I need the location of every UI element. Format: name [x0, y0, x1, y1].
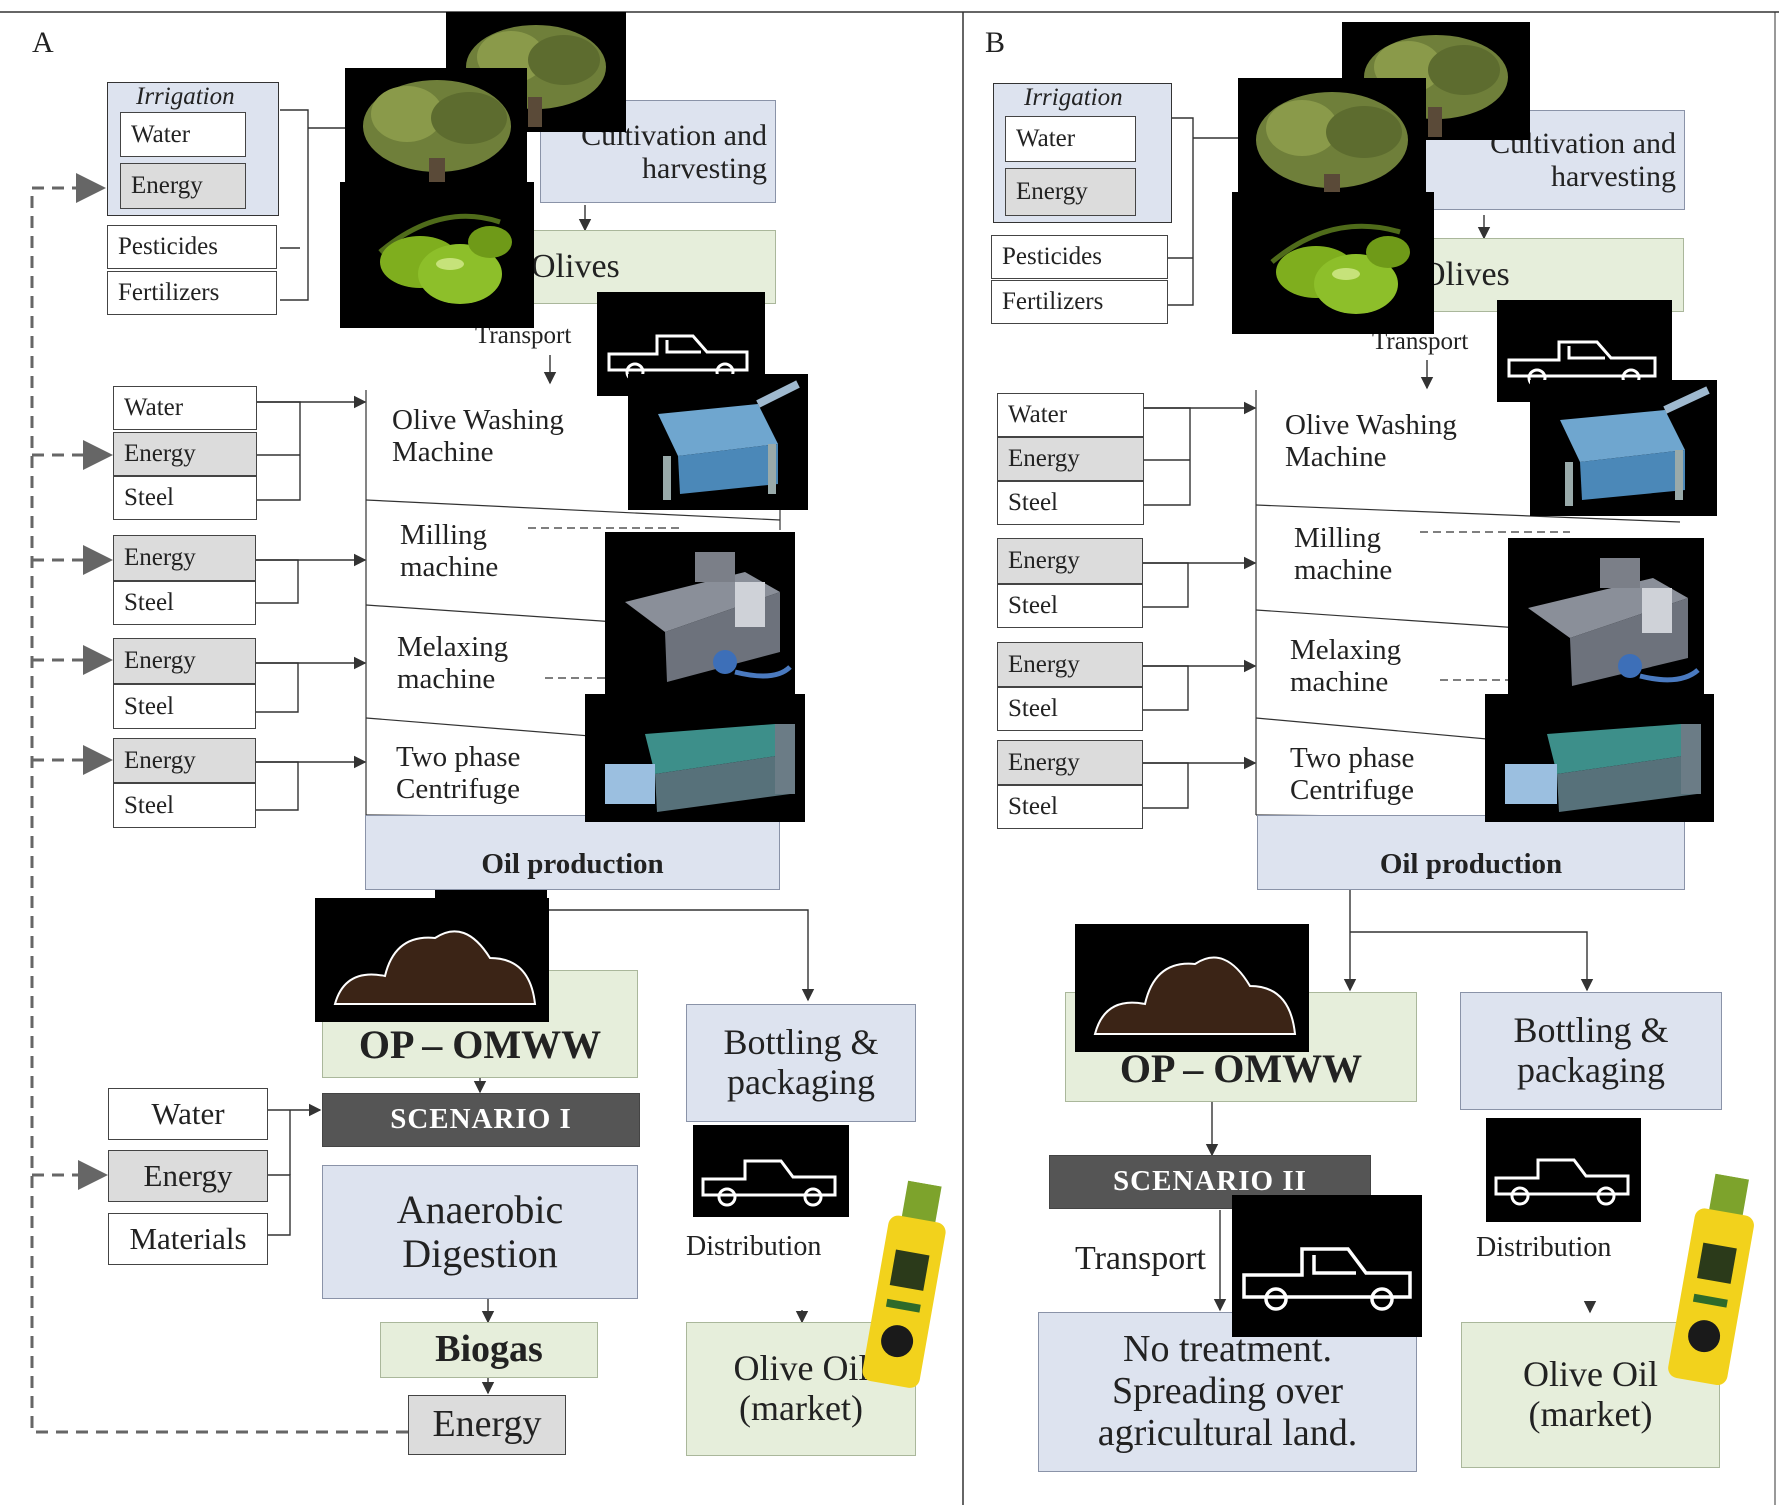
- melaxing-energy-b: Energy: [997, 642, 1143, 687]
- oil-bottle-icon: [855, 1177, 960, 1392]
- bottling-box: Bottling & packaging: [686, 1004, 916, 1122]
- centrifuge-label: Two phase Centrifuge: [396, 741, 521, 805]
- washing-energy-b: Energy: [997, 437, 1144, 481]
- olive-tree-icon: [345, 68, 527, 198]
- washing-water: Water: [113, 386, 257, 430]
- melaxing-energy: Energy: [113, 638, 256, 684]
- machine-icon: [1508, 538, 1704, 698]
- centrifuge-steel-b: Steel: [997, 785, 1143, 829]
- no-treatment-box: No treatment. Spreading over agricultura…: [1038, 1312, 1417, 1472]
- washing-water-b: Water: [997, 393, 1144, 437]
- irrigation-energy-b: Energy: [1005, 168, 1136, 216]
- milling-energy-b: Energy: [997, 538, 1143, 584]
- scenario-energy: Energy: [108, 1150, 268, 1202]
- centrifuge-steel: Steel: [113, 783, 256, 828]
- oil-bottle-icon: [1660, 1170, 1767, 1389]
- melaxing-steel-b: Steel: [997, 687, 1143, 731]
- melaxing-steel: Steel: [113, 684, 256, 729]
- olive-fruit-icon: [1232, 192, 1434, 334]
- machine-icon: [1530, 380, 1717, 516]
- washing-steel: Steel: [113, 476, 257, 520]
- melaxing-label: Melaxing machine: [397, 631, 509, 695]
- oil-production-box: Oil production: [365, 815, 780, 890]
- washing-steel-b: Steel: [997, 481, 1144, 525]
- biogas-box: Biogas: [380, 1322, 598, 1378]
- energy-output-box: Energy: [408, 1395, 566, 1455]
- milling-steel: Steel: [113, 581, 256, 625]
- centrifuge-label-b: Two phase Centrifuge: [1290, 742, 1415, 806]
- fertilizers-box: Fertilizers: [107, 271, 277, 315]
- milling-steel-b: Steel: [997, 584, 1143, 628]
- machine-icon: [1485, 694, 1714, 822]
- irrigation-title: Irrigation: [136, 83, 235, 110]
- scenario-bar: SCENARIO I: [322, 1093, 640, 1147]
- olives-box-b: Olives: [1410, 238, 1684, 312]
- washing-label: Olive Washing Machine: [392, 404, 564, 468]
- bottling-box-b: Bottling & packaging: [1460, 992, 1722, 1110]
- irrigation-water: Water: [120, 112, 246, 157]
- pesticides-box: Pesticides: [107, 225, 277, 269]
- centrifuge-energy: Energy: [113, 738, 256, 783]
- truck-icon: [693, 1125, 849, 1217]
- panel-b-label: B: [985, 26, 1006, 59]
- soil-pile-icon: [1075, 924, 1309, 1052]
- irrigation-energy: Energy: [120, 163, 246, 209]
- fertilizers-box-b: Fertilizers: [991, 280, 1168, 324]
- distribution-label-b: Distribution: [1476, 1232, 1612, 1263]
- scenario-materials: Materials: [108, 1213, 268, 1265]
- milling-label: Milling machine: [400, 519, 499, 583]
- scenario-water: Water: [108, 1088, 268, 1140]
- truck-icon: [1232, 1195, 1422, 1337]
- soil-pile-icon: [315, 898, 549, 1022]
- washing-label-b: Olive Washing Machine: [1285, 409, 1457, 473]
- centrifuge-energy-b: Energy: [997, 740, 1143, 785]
- panel-a-label: A: [32, 26, 54, 59]
- milling-energy: Energy: [113, 535, 256, 581]
- irrigation-title-b: Irrigation: [1024, 84, 1123, 111]
- machine-icon: [605, 532, 795, 696]
- olive-fruit-icon: [340, 182, 534, 328]
- washing-energy: Energy: [113, 432, 257, 476]
- pesticides-box-b: Pesticides: [991, 235, 1168, 279]
- olives-box: Olives: [520, 230, 776, 304]
- distribution-label: Distribution: [686, 1231, 822, 1262]
- olive-oil-box-b: Olive Oil (market): [1461, 1322, 1720, 1468]
- milling-label-b: Milling machine: [1294, 522, 1393, 586]
- irrigation-water-b: Water: [1005, 116, 1136, 162]
- truck-icon: [1486, 1118, 1641, 1222]
- machine-icon: [628, 374, 808, 510]
- anaerobic-digestion-box: Anaerobic Digestion: [322, 1165, 638, 1299]
- oil-production-box-b: Oil production: [1257, 815, 1685, 890]
- melaxing-label-b: Melaxing machine: [1290, 634, 1402, 698]
- transport-label-2-b: Transport: [1075, 1240, 1206, 1277]
- machine-icon: [585, 694, 805, 822]
